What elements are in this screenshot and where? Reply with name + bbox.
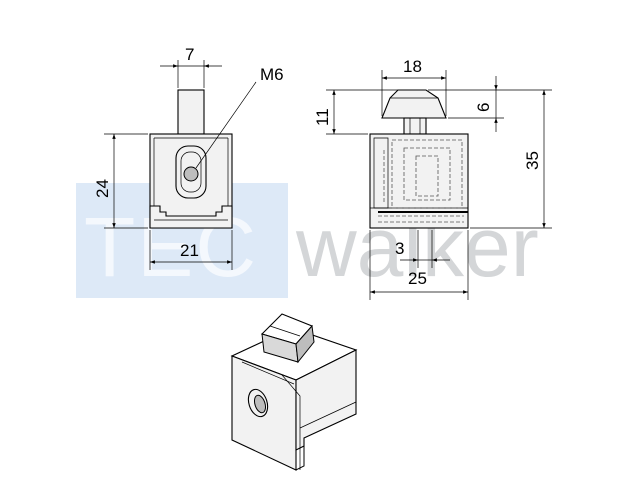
iso-head-side [295,324,315,364]
thread-leader [195,81,257,169]
front-view: M6 7 24 21 [93,45,284,270]
front-thread-hole [183,166,199,182]
thread-label: M6 [260,65,284,84]
dim-head-offset: 11 [313,108,332,126]
side-view: 18 11 6 35 3 25 [313,57,552,300]
side-neck [403,117,427,135]
dim-stem-width: 7 [185,45,194,64]
dim-depth: 25 [408,269,427,288]
dim-head-height: 6 [474,103,493,112]
watermark: TEC walker [76,183,539,298]
side-hidden-cavity [391,139,463,209]
dim-body-height: 24 [93,179,112,198]
front-base-rail [149,205,233,229]
dim-head-width: 18 [403,57,422,76]
dim-total-height: 35 [523,151,542,170]
dim-slot-width: 3 [395,239,404,258]
front-stem [177,89,205,135]
isometric-view [230,313,358,471]
side-head [381,89,447,119]
dim-body-width: 21 [180,241,199,260]
